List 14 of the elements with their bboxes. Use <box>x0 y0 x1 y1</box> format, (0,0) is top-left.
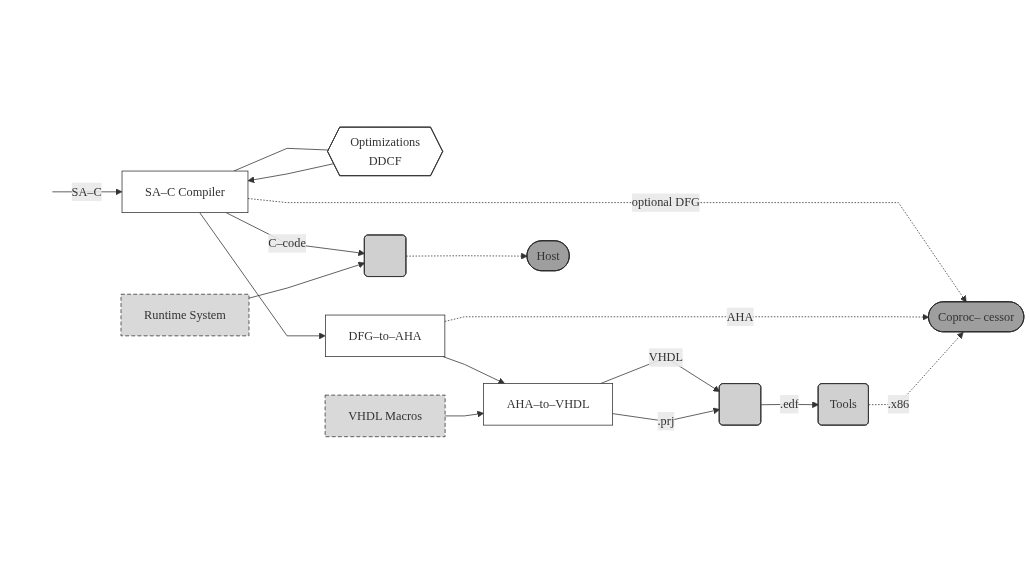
edge-label: C–code <box>268 236 306 250</box>
node-box: VHDL Macros <box>324 394 446 438</box>
edge-label: .x86 <box>887 397 910 411</box>
edge-label: VHDL <box>648 350 684 364</box>
node-box: SA–C Compiler <box>121 170 249 214</box>
edge-label: AHA <box>726 309 754 323</box>
node-box: AHA–to–VHDL <box>483 383 613 426</box>
edge-label: .prj <box>657 414 675 428</box>
connector <box>233 148 330 172</box>
edge-label: .edf <box>780 397 799 411</box>
edge-label: SA–C <box>71 184 102 199</box>
node-box: DFG–to–AHA <box>325 314 446 358</box>
edge-label: optional DFG <box>631 195 700 209</box>
node-box: Runtime System <box>120 293 250 337</box>
